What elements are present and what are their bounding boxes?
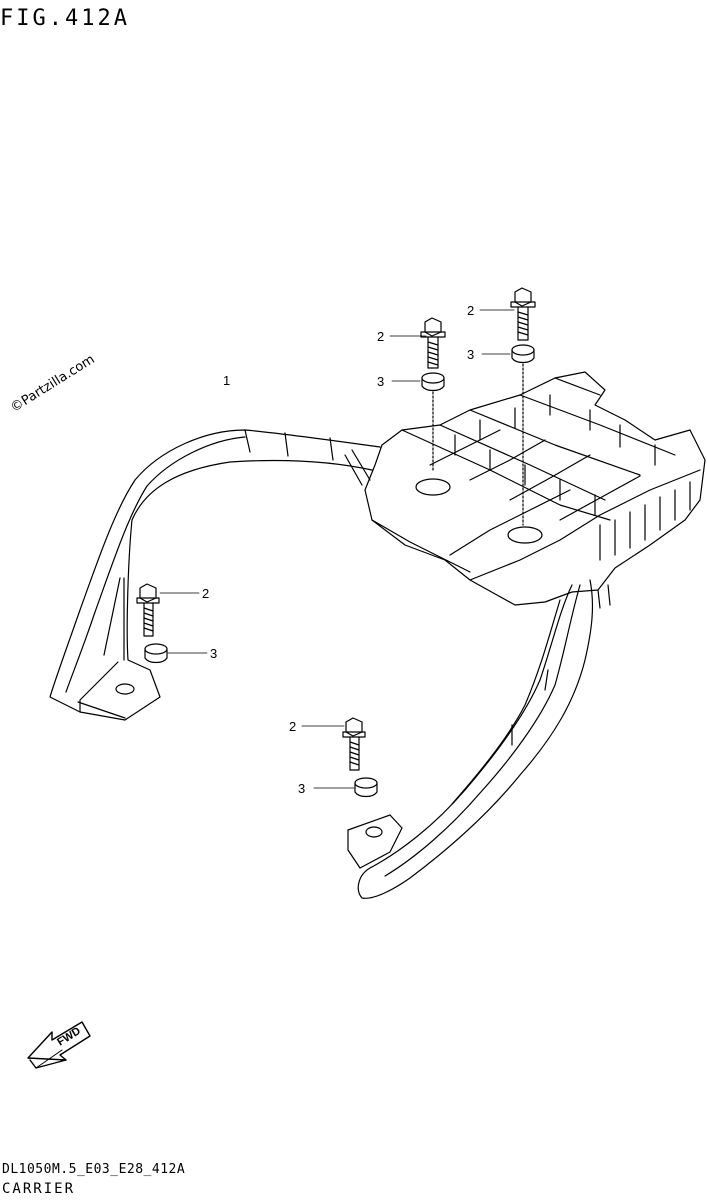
- rack-platform: [364, 371, 706, 609]
- figure-title: FIG.412A: [0, 6, 130, 31]
- figure-code: DL1050M.5_E03_E28_412A: [2, 1162, 186, 1177]
- hardware-set-c: [136, 583, 168, 664]
- hardware-set-b: [510, 287, 536, 526]
- callout-1: 1: [223, 373, 230, 388]
- right-rail: [347, 579, 594, 899]
- callout-3-collar-d: 3: [298, 781, 305, 796]
- fwd-arrow-icon: FWD: [27, 1021, 91, 1069]
- hardware-set-a: [420, 317, 446, 471]
- callout-3-collar-b: 3: [467, 347, 474, 362]
- callout-2-bolt-d: 2: [289, 719, 296, 734]
- callout-2-bolt-b: 2: [467, 303, 474, 318]
- hardware-set-d: [342, 717, 378, 798]
- callout-2-bolt-c: 2: [202, 586, 209, 601]
- section-name: CARRIER: [2, 1181, 76, 1197]
- leader-lines: [159, 309, 515, 789]
- left-rail: [49, 429, 381, 721]
- callout-3-collar-c: 3: [210, 646, 217, 661]
- callout-2-bolt-a: 2: [377, 329, 384, 344]
- callout-3-collar-a: 3: [377, 374, 384, 389]
